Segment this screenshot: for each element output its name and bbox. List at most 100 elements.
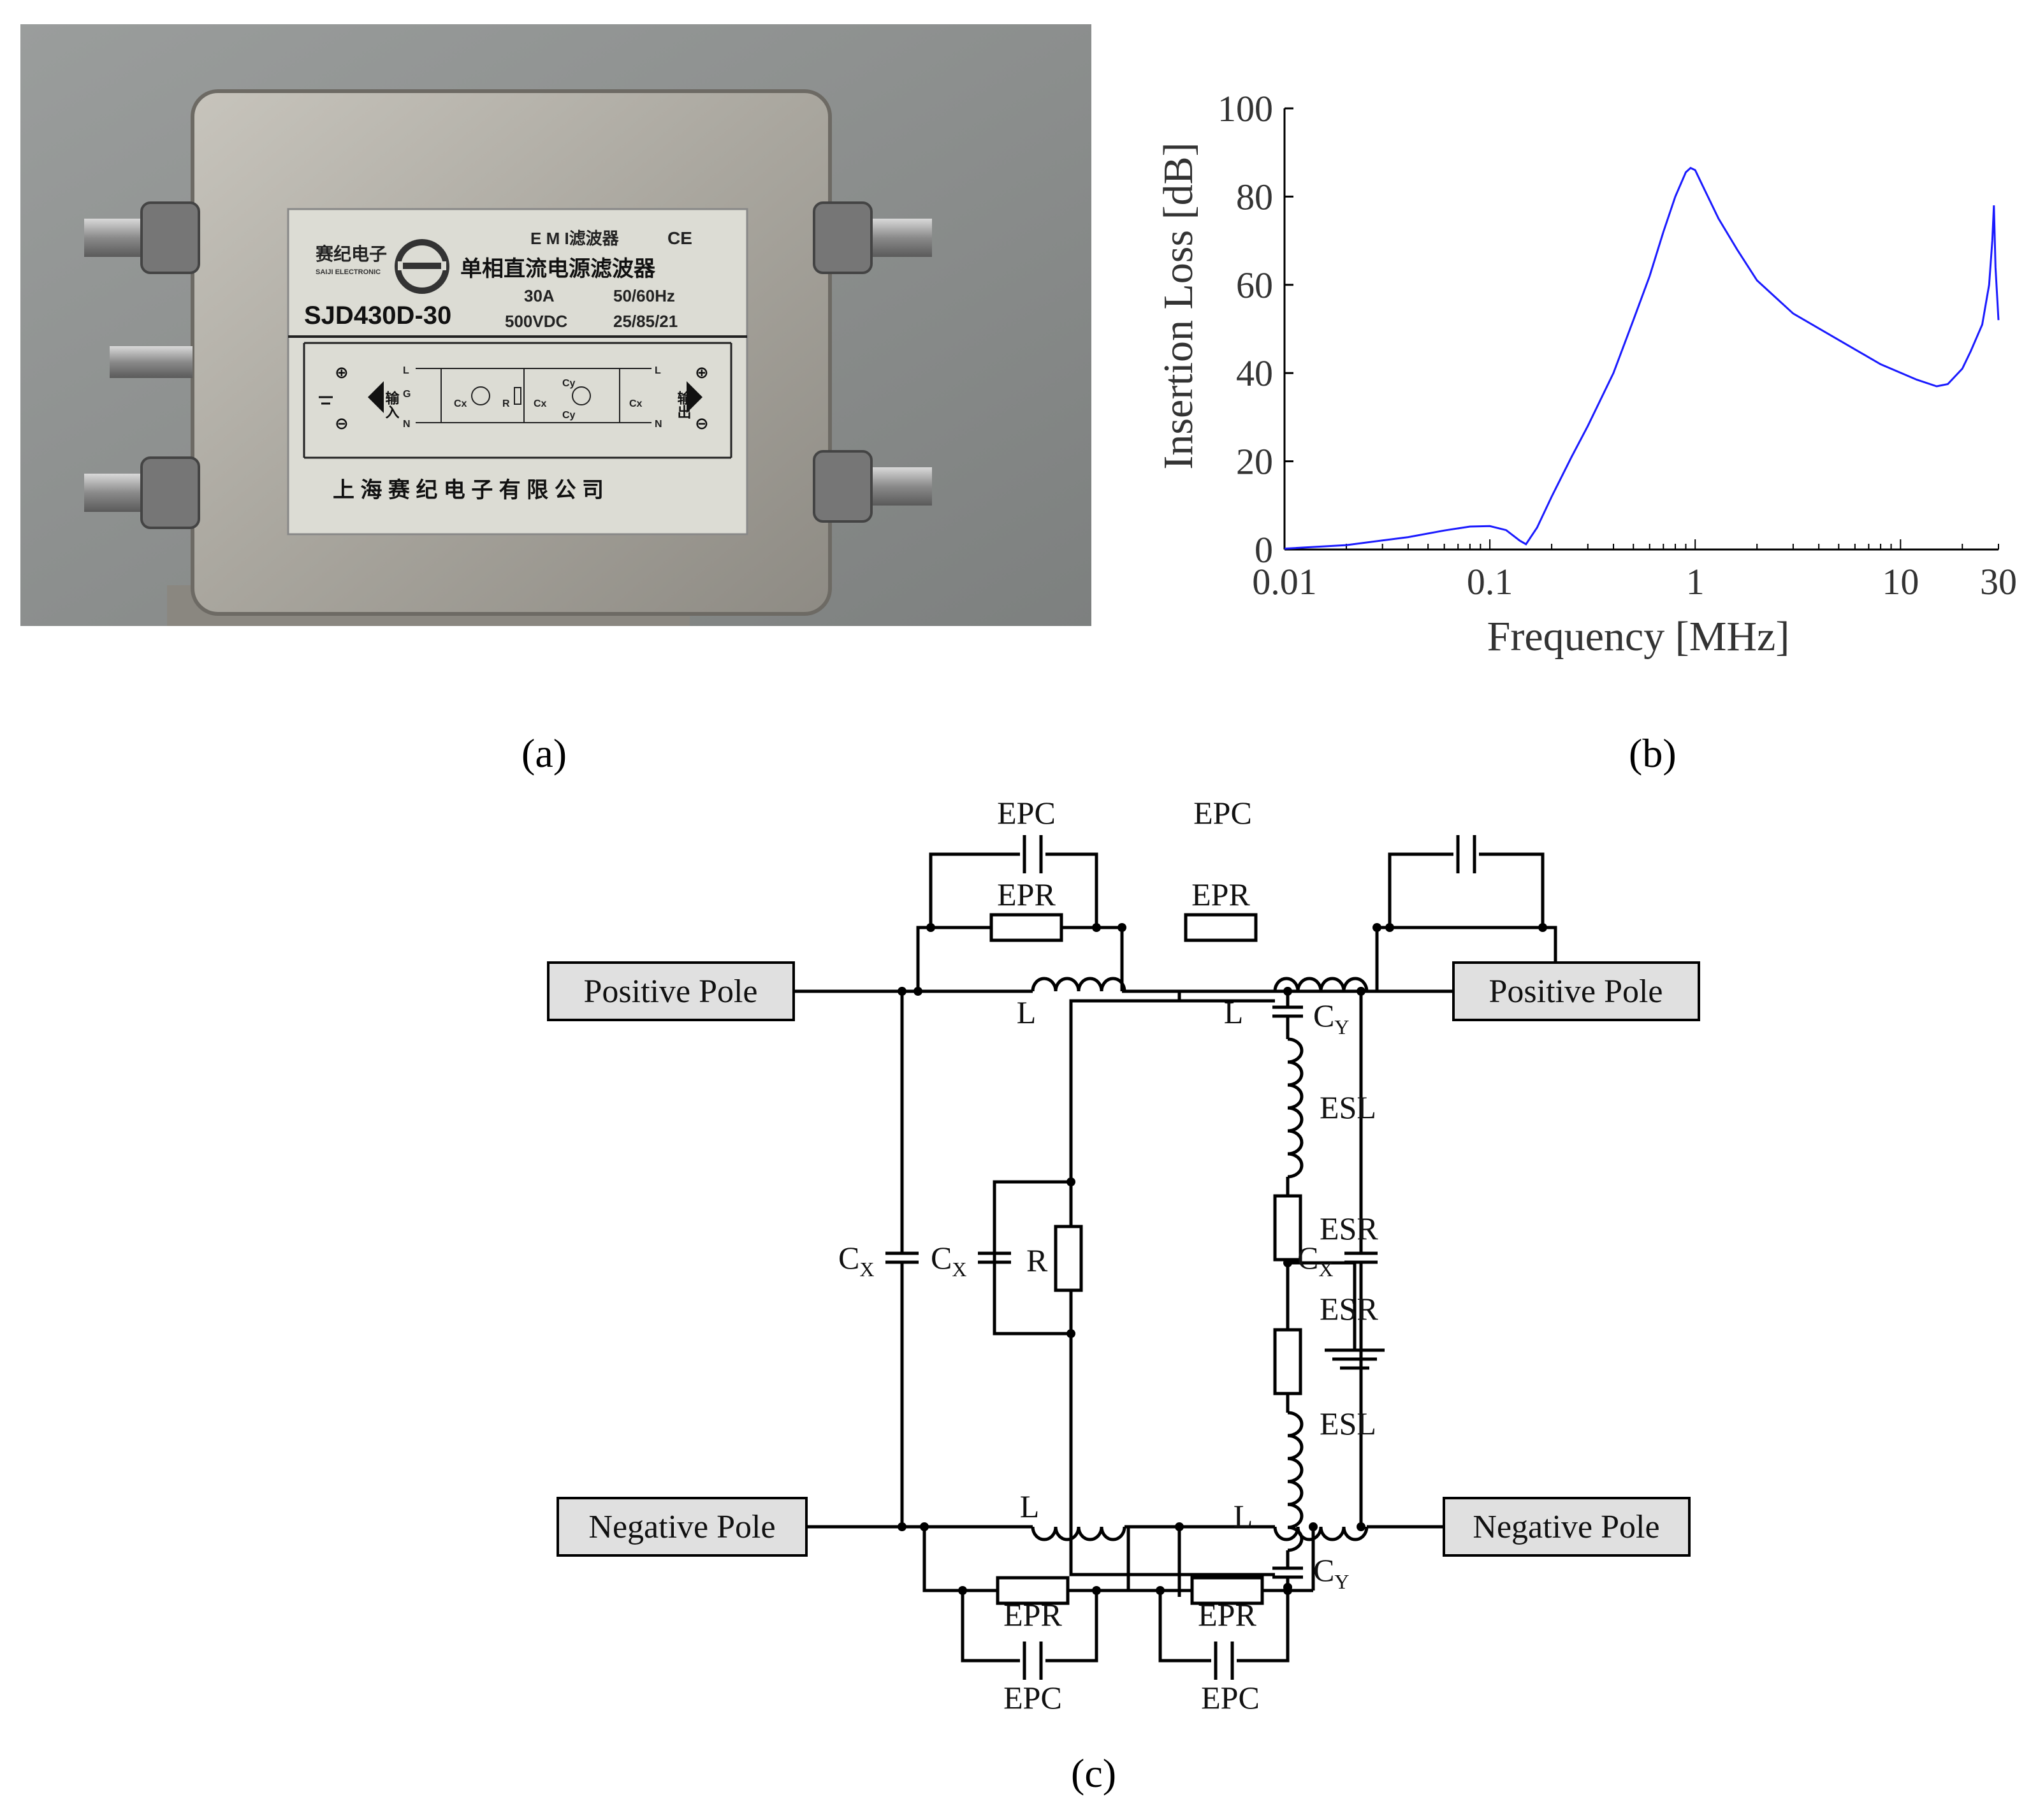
negative-pole-right: Negative Pole [1473,1509,1659,1545]
esr-label-top: ESR [1320,1211,1378,1246]
cx-label-left: CX [838,1240,874,1281]
rated-frequency: 50/60Hz [613,286,675,305]
epr-top-right [1184,913,1258,942]
model-number: SJD430D-30 [304,302,451,330]
filter-photo: 赛纪电子 SAIJI ELECTRONIC E M I滤波器 CE 单相直流电源… [20,24,1091,626]
epr-top-left [989,913,1063,942]
label-cx-3: Cx [629,398,643,409]
ce-mark: CE [667,228,692,248]
epc-label-top-right: EPC [1193,795,1252,831]
rated-voltage: 500VDC [505,312,567,331]
y-tick-label: 100 [1218,88,1273,129]
y-tick-label: 80 [1236,176,1273,217]
series-line [1284,166,2000,550]
brand-en: SAIJI ELECTRONIC [316,268,381,276]
bolt-terminals-right [813,201,932,523]
circuit-resistors [989,913,1302,1605]
junction-dots [898,923,1560,1595]
epc-label-bottom-left: EPC [1003,1680,1062,1715]
positive-pole-right: Positive Pole [1489,973,1663,1010]
negative-pole-left-box [557,1497,808,1557]
y-axis-label: Insertion Loss [dB] [1155,142,1202,469]
minus-in: ⊖ [335,414,349,433]
label-l-left: L [403,365,409,376]
cy-label-top: CY [1313,998,1349,1038]
epc-label-top-left: EPC [997,795,1056,831]
label-schematic [416,368,652,423]
caption-c: (c) [1071,1751,1117,1796]
x-tick-label: 30 [1980,561,2017,602]
l-label-bottom-left: L [1020,1489,1040,1524]
label-n-right: N [655,419,662,430]
epc-label-bottom-right: EPC [1201,1680,1260,1715]
esl-label-bottom: ESL [1320,1406,1376,1441]
filter-photo-drawing: 赛纪电子 SAIJI ELECTRONIC E M I滤波器 CE 单相直流电源… [20,24,1091,626]
company-cn: 上 海 赛 纪 电 子 有 限 公 司 [333,477,604,502]
y-ticks: 0 20 40 60 80 100 [1218,88,1293,571]
bolt-terminals-left [84,201,200,529]
positive-pole-right-box [1452,961,1700,1021]
esl-label-top: ESL [1320,1089,1376,1125]
positive-pole-left-box [547,961,795,1021]
cy-label-bottom: CY [1313,1552,1349,1593]
l-label-top-left: L [1017,994,1037,1030]
caption-b: (b) [1629,731,1677,776]
label-cx-1: Cx [454,398,467,409]
epr-label-bottom-right: EPR [1198,1597,1256,1633]
label-g-left: G [403,389,411,400]
x-tick-label: 10 [1882,561,1919,602]
x-ticks: 0.01 0.1 1 10 30 [1252,539,2017,602]
r-resistor [1054,1225,1083,1292]
label-l-right: L [655,365,661,376]
x-tick-label: 0.1 [1467,561,1513,602]
l-label-bottom-right: L [1234,1498,1253,1534]
epr-bottom-right [1190,1576,1264,1605]
cx-label-right: CX [1297,1240,1333,1281]
l-label-top-right: L [1224,994,1244,1030]
input-arrow-icon [368,381,384,413]
epr-label-top-right: EPR [1191,877,1250,912]
epr-label-bottom-left: EPR [1003,1597,1062,1633]
caption-a: (a) [521,731,567,776]
input-cn: 输入 [384,390,400,419]
y-tick-label: 20 [1236,441,1273,483]
x-axis-label: Frequency [MHz] [1487,613,1790,660]
r-label: R [1026,1242,1048,1278]
minus-out: ⊖ [695,414,709,433]
x-tick-label: 1 [1686,561,1705,602]
y-tick-label: 60 [1236,265,1273,306]
output-arrow-icon [687,381,702,413]
climatic-category: 25/85/21 [613,312,678,331]
brand-cn: 赛纪电子 [316,244,387,264]
negative-pole-left: Negative Pole [588,1509,775,1545]
insertion-loss-chart: 0 20 40 60 80 100 0.01 0.1 1 10 30 Frequency [MHz… [1122,64,2027,701]
epr-label-top-left: EPR [997,877,1056,912]
label-n-left: N [403,419,411,430]
product-name-cn: 单相直流电源滤波器 [460,257,656,281]
ground-icon [319,396,333,405]
filter-label [287,208,748,535]
esr-top [1273,1194,1302,1262]
positive-pole-left: Positive Pole [583,973,757,1010]
label-cy-1: Cy [562,378,576,389]
circuit-svg: Positive Pole Positive Pole Negative Pol… [547,795,1700,1715]
plus-in: ⊕ [335,363,349,382]
cx-label-middle: CX [931,1240,966,1281]
brand-logo-icon [395,239,449,294]
esr-bottom [1273,1328,1302,1395]
label-cx-2: Cx [534,398,547,409]
rated-current: 30A [524,286,555,305]
esr-label-bottom: ESR [1320,1291,1378,1327]
circuit-epc-capacitors [1020,835,1479,1680]
negative-pole-right-box [1443,1497,1691,1557]
equivalent-circuit: Positive Pole Positive Pole Negative Pol… [523,765,1734,1817]
label-r: R [502,398,510,409]
plus-out: ⊕ [695,363,709,382]
label-cy-2: Cy [562,410,576,421]
epr-bottom-left [996,1576,1070,1605]
y-tick-label: 0 [1255,529,1273,571]
product-line: E M I滤波器 [530,229,620,248]
chart-svg: 0 20 40 60 80 100 0.01 0.1 1 10 30 Frequency [MHz… [1155,88,2017,660]
x-tick-label: 0.01 [1252,561,1317,602]
y-tick-label: 40 [1236,353,1273,394]
